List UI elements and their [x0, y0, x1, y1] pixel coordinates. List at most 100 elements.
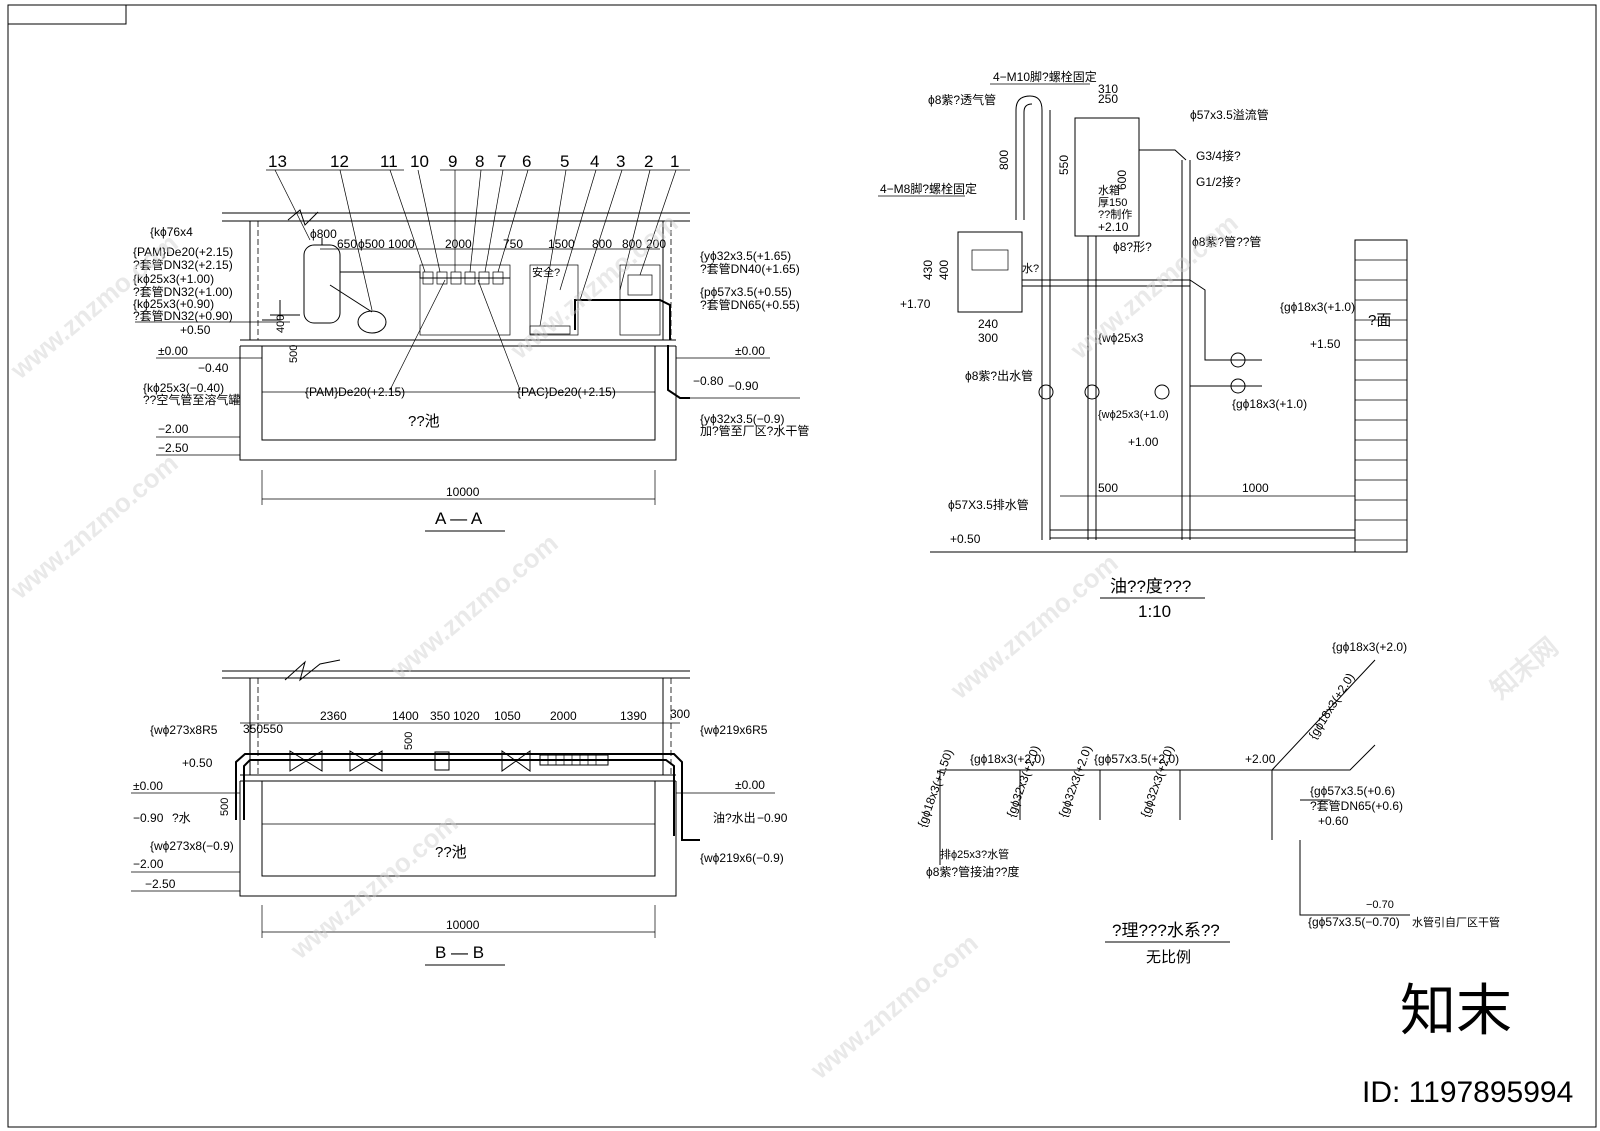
detail-d550: 550 — [1057, 155, 1071, 175]
iso-g18v: {gϕ18x3(+1.50) — [915, 747, 956, 829]
aa-num-7: 7 — [497, 152, 506, 171]
detail-purple: ϕ8紫?管??管 — [1192, 234, 1261, 249]
bb-d500v: 500 — [403, 732, 415, 750]
detail-d1000: 1000 — [1242, 481, 1269, 495]
aa-safe-valve: 安全? — [532, 265, 560, 279]
aa-p57: {pϕ57x3.5(+0.55) — [700, 285, 792, 299]
bb-w273b: {wϕ273x8(−0.9) — [150, 839, 234, 853]
detail-title: 油??度??? — [1110, 577, 1191, 596]
aa-m250: −2.50 — [158, 441, 189, 455]
aa-pac: {PAC}De20(+2.15) — [517, 385, 616, 399]
aa-m080: −0.80 — [693, 374, 724, 388]
bb-water-in: ?水 — [172, 811, 191, 825]
aa-k76: {kϕ76x4 — [150, 225, 193, 239]
bb-d1390: 1390 — [620, 709, 647, 723]
bb-w219a: {wϕ219x6R5 — [700, 723, 768, 737]
detail-p050: +0.50 — [950, 532, 981, 546]
bb-m090r: −0.90 — [757, 811, 788, 825]
aa-r000: ±0.00 — [735, 344, 765, 358]
aa-tg-dn32a: ?套管DN32(+2.15) — [133, 257, 233, 272]
bb-d2000: 2000 — [550, 709, 577, 723]
section-bb: 350 550 2360 1400 350 1020 1050 2000 139… — [131, 659, 788, 966]
bb-d1050: 1050 — [494, 709, 521, 723]
detail-g18b: {gϕ18x3(+1.0) — [1232, 397, 1307, 411]
detail-tank3: ??制作 — [1098, 208, 1132, 221]
oil-detail-view: 4−M10脚?螺栓固定 310 250 ϕ8紫?透气管 ϕ57x3.5溢流管 8… — [878, 69, 1408, 621]
bb-d550: 550 — [263, 722, 283, 736]
detail-w25b: {wϕ25x3(+1.0) — [1098, 409, 1169, 421]
detail-p150: +1.50 — [1310, 337, 1341, 351]
aa-num-6: 6 — [522, 152, 531, 171]
aa-plus050: +0.50 — [180, 323, 211, 337]
wm-site-5: www.znzmo.com — [384, 528, 564, 686]
aa-tg-dn65: ?套管DN65(+0.55) — [700, 297, 800, 312]
iso-g57c: {gϕ57x3.5(−0.70) — [1308, 915, 1400, 929]
detail-d600: 600 — [1115, 170, 1129, 190]
iso-g32b: {gϕ32x3(+2.0) — [1056, 744, 1095, 819]
iso-p060: +0.60 — [1318, 814, 1349, 828]
detail-overflow: ϕ57x3.5溢流管 — [1190, 107, 1269, 122]
detail-scale: 1:10 — [1138, 602, 1171, 621]
aa-num-1: 1 — [670, 152, 679, 171]
bb-d2360: 2360 — [320, 709, 347, 723]
aa-dim500: 500 — [288, 345, 300, 363]
wm-id: ID: 1197895994 — [1362, 1076, 1573, 1109]
aa-m090: −0.90 — [728, 379, 759, 393]
wm-site-2: www.znzmo.com — [504, 208, 684, 366]
aa-m200: −2.00 — [158, 422, 189, 436]
aa-pam2: {PAM}De20(+2.15) — [305, 385, 405, 399]
detail-w25a: {wϕ25x3 — [1098, 331, 1144, 345]
bb-m250: −2.50 — [145, 877, 176, 891]
detail-p100: +1.00 — [1128, 435, 1159, 449]
aa-section-title: A — A — [435, 509, 483, 528]
iso-g57b: {gϕ57x3.5(+0.6) — [1310, 784, 1395, 798]
detail-d8: ϕ8?形? — [1113, 240, 1152, 254]
detail-tank1: 水箱 — [1098, 183, 1120, 197]
aa-callout-numbers: 13 12 11 10 9 8 7 6 5 4 3 2 1 — [266, 152, 690, 327]
detail-drain: ϕ57X3.5排水管 — [948, 497, 1029, 512]
aa-dim1500: 1500 — [548, 237, 575, 251]
iso-m070: −0.70 — [1366, 899, 1394, 911]
aa-k25a: {kϕ25x3(+1.00) — [133, 272, 214, 286]
sheet-border — [7, 4, 1597, 1128]
detail-g18a: {gϕ18x3(+1.0) — [1280, 300, 1355, 314]
iso-system-view: {gϕ18x3(+2.0) {gϕ18x3(+2.0) {gϕ18x3(+2.0… — [915, 640, 1500, 966]
aa-k25c: {kϕ25x3(−0.40) — [143, 381, 224, 395]
iso-g57a: {gϕ57x3.5(+2.0) — [1094, 752, 1179, 766]
iso-tg-dn65: ?套管DN65(+0.6) — [1310, 798, 1403, 813]
detail-d250: 250 — [1098, 92, 1118, 106]
aa-num-8: 8 — [475, 152, 484, 171]
aa-num-13: 13 — [268, 152, 287, 171]
aa-dim800a: 800 — [592, 237, 612, 251]
aa-num-2: 2 — [644, 152, 653, 171]
wm-site-6: www.znzmo.com — [944, 548, 1124, 706]
aa-y32a: {yϕ32x3.5(+1.65) — [700, 249, 791, 263]
bb-m090: −0.90 — [133, 811, 164, 825]
aa-m040: −0.40 — [198, 361, 229, 375]
bb-r000: ±0.00 — [735, 778, 765, 792]
aa-num-5: 5 — [560, 152, 569, 171]
wm-logo: 知末 — [1400, 979, 1512, 1042]
bb-oil-out: 油?水出 — [713, 811, 756, 825]
detail-d300: 300 — [978, 331, 998, 345]
bb-w273a: {wϕ273x8R5 — [150, 723, 218, 737]
detail-d430: 430 — [921, 260, 935, 280]
iso-g18top: {gϕ18x3(+2.0) — [1332, 640, 1407, 654]
detail-tank2: 厚150 — [1098, 196, 1127, 209]
aa-num-9: 9 — [448, 152, 457, 171]
aa-pm000: ±0.00 — [158, 344, 188, 358]
aa-num-3: 3 — [616, 152, 625, 171]
detail-m8: 4−M8脚?螺栓固定 — [880, 181, 977, 196]
aa-pool-label: ??池 — [408, 413, 440, 430]
aa-dim750: 750 — [503, 237, 523, 251]
bb-d1020: 1020 — [453, 709, 480, 723]
aa-d800: ϕ800 — [310, 227, 337, 241]
detail-d800: 800 — [997, 150, 1011, 170]
aa-dim400: 400 — [275, 315, 287, 333]
aa-air: ??空气管至溶气罐 — [143, 392, 240, 407]
iso-title: ?理???水系?? — [1112, 921, 1220, 940]
iso-w25: 排ϕ25x3?水管 — [940, 847, 1009, 861]
aa-dim800b: 800 — [622, 237, 642, 251]
aa-tg-dn32b: ?套管DN32(+1.00) — [133, 284, 233, 299]
detail-vent: ϕ8紫?透气管 — [928, 92, 996, 107]
